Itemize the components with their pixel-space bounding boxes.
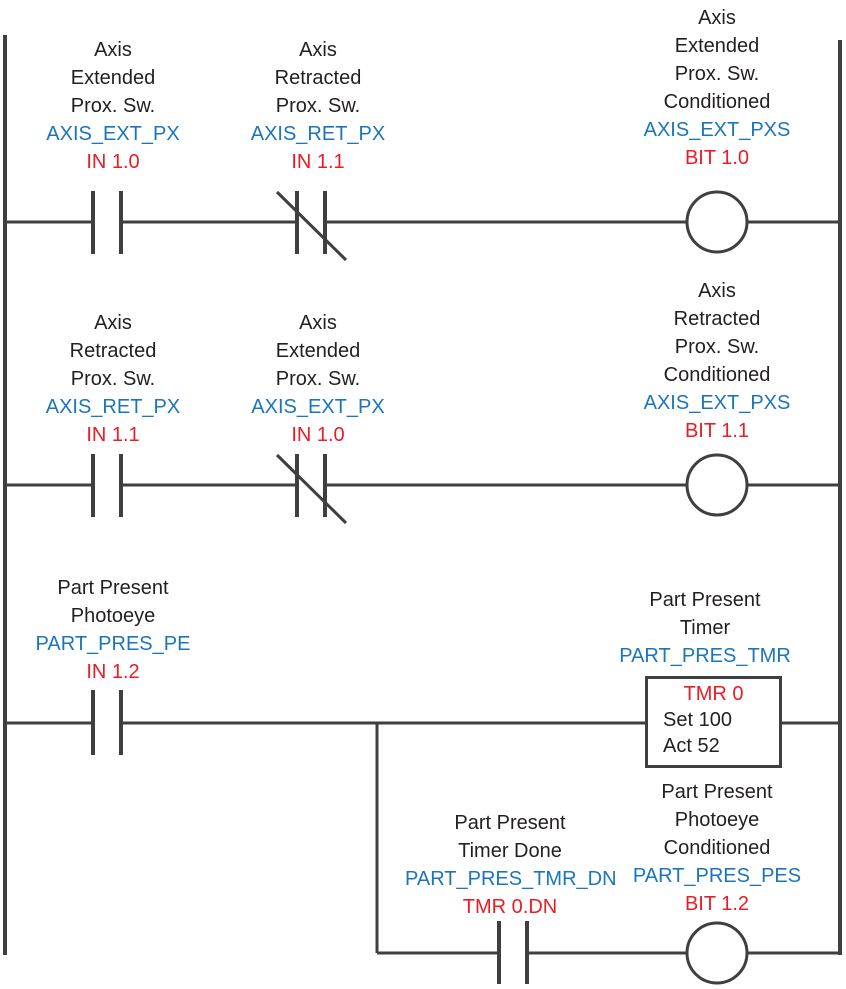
io-address: BIT 1.2 xyxy=(684,893,750,915)
branch-coil-symbol xyxy=(685,921,749,985)
element-description: Axis Extended Prox. Sw. xyxy=(275,312,361,390)
io-address: IN 1.1 xyxy=(291,151,345,173)
io-address: IN 1.2 xyxy=(86,661,140,683)
rung2-contact2-label: Axis Extended Prox. Sw. AXIS_EXT_PX IN 1… xyxy=(213,309,423,449)
rung1-contact2-label: Axis Retracted Prox. Sw. AXIS_RET_PX IN … xyxy=(213,36,423,176)
rung1-coil-label: Axis Extended Prox. Sw. Conditioned AXIS… xyxy=(612,4,822,172)
tag-name: PART_PRES_PE xyxy=(35,633,191,655)
rung2-no-contact-symbol xyxy=(91,454,123,517)
rung1-contact1-label: Axis Extended Prox. Sw. AXIS_EXT_PX IN 1… xyxy=(8,36,218,176)
element-description: Axis Retracted Prox. Sw. xyxy=(274,39,362,117)
element-description: Axis Retracted Prox. Sw. Conditioned xyxy=(663,280,771,386)
io-address: IN 1.0 xyxy=(291,424,345,446)
rung-3-wires xyxy=(5,721,840,953)
branch-contact-label: Part Present Timer Done PART_PRES_TMR_DN… xyxy=(405,809,617,921)
element-description: Part Present Timer Done xyxy=(454,812,566,862)
element-description: Axis Extended Prox. Sw. Conditioned xyxy=(663,7,771,113)
tag-name: AXIS_EXT_PX xyxy=(251,396,385,418)
tag-name: PART_PRES_TMR_DN xyxy=(405,868,617,890)
rung2-contact1-label: Axis Retracted Prox. Sw. AXIS_RET_PX IN … xyxy=(8,309,218,449)
tag-name: PART_PRES_PES xyxy=(632,865,802,887)
io-address: IN 1.0 xyxy=(86,151,140,173)
tag-name: AXIS_EXT_PXS xyxy=(643,119,791,141)
tag-name: PART_PRES_TMR xyxy=(619,645,791,667)
rung1-nc-contact-symbol xyxy=(275,190,348,262)
timer-number: TMR 0 xyxy=(683,683,744,705)
tag-name: AXIS_RET_PX xyxy=(45,396,181,418)
element-description: Part Present Timer xyxy=(649,589,761,639)
rung3-no-contact-symbol xyxy=(91,690,123,755)
timer-label: Part Present Timer PART_PRES_TMR xyxy=(600,586,810,670)
branch-coil-label: Part Present Photoeye Conditioned PART_P… xyxy=(612,778,822,918)
element-description: Axis Extended Prox. Sw. xyxy=(70,39,156,117)
rung2-coil-label: Axis Retracted Prox. Sw. Conditioned AXI… xyxy=(612,277,822,445)
rung1-coil-symbol xyxy=(685,190,749,254)
rung2-nc-contact-symbol xyxy=(275,453,348,525)
io-address: TMR 0.DN xyxy=(462,896,558,918)
io-address: BIT 1.1 xyxy=(684,420,750,442)
tag-name: AXIS_RET_PX xyxy=(250,123,386,145)
element-description: Part Present Photoeye Conditioned xyxy=(661,781,773,859)
element-description: Part Present Photoeye xyxy=(57,577,169,627)
rung1-no-contact-symbol xyxy=(91,191,123,254)
tag-name: AXIS_EXT_PX xyxy=(46,123,180,145)
io-address: IN 1.1 xyxy=(86,424,140,446)
branch-no-contact-symbol xyxy=(497,921,529,984)
timer-block: TMR 0 Set 100 Act 52 xyxy=(645,676,782,768)
timer-setpoint: Set 100 xyxy=(663,709,732,731)
io-address: BIT 1.0 xyxy=(684,147,750,169)
element-description: Axis Retracted Prox. Sw. xyxy=(69,312,157,390)
timer-actual-value: Act 52 xyxy=(663,735,720,757)
rung2-coil-symbol xyxy=(685,453,749,517)
rung3-contact-label: Part Present Photoeye PART_PRES_PE IN 1.… xyxy=(8,574,218,686)
tag-name: AXIS_EXT_PXS xyxy=(643,392,791,414)
